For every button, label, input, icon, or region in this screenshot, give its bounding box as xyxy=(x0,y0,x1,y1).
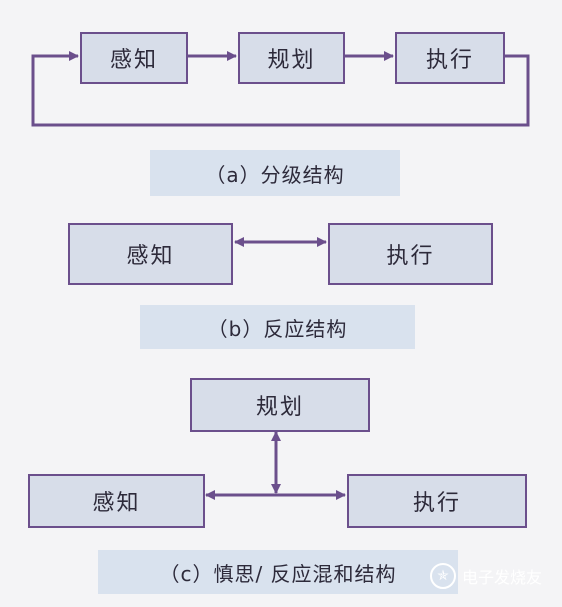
caption-c-text: （c）慎思/ 反应混和结构 xyxy=(159,561,397,586)
sense-label-c: 感知 xyxy=(92,491,141,516)
sense-box-b: 感知 xyxy=(68,223,233,285)
plan-label-c: 规划 xyxy=(255,395,304,420)
act-label-a: 执行 xyxy=(425,48,474,73)
sense-box-a: 感知 xyxy=(80,32,188,84)
feedback-loop-a xyxy=(31,51,530,127)
sense-label-a: 感知 xyxy=(109,48,158,73)
sense-box-c: 感知 xyxy=(28,474,205,528)
watermark-text: 电子发烧友 xyxy=(461,568,542,587)
caption-a: （a）分级结构 xyxy=(150,150,400,196)
act-label-b: 执行 xyxy=(386,244,435,269)
act-box-b: 执行 xyxy=(328,223,493,285)
watermark: ✯ 电子发烧友 xyxy=(429,563,542,589)
plan-box-c: 规划 xyxy=(190,378,370,432)
plan-box-a: 规划 xyxy=(238,32,345,84)
act-label-c: 执行 xyxy=(412,491,461,516)
sense-label-b: 感知 xyxy=(126,244,175,269)
caption-b-text: （b）反应结构 xyxy=(207,316,348,341)
caption-b: （b）反应结构 xyxy=(140,305,415,349)
caption-c: （c）慎思/ 反应混和结构 xyxy=(98,550,458,594)
electronic-enthusiast-logo-icon: ✯ xyxy=(429,563,456,589)
plan-label-a: 规划 xyxy=(267,48,316,73)
act-box-a: 执行 xyxy=(395,32,505,84)
caption-a-text: （a）分级结构 xyxy=(205,162,345,187)
act-box-c: 执行 xyxy=(347,474,527,528)
